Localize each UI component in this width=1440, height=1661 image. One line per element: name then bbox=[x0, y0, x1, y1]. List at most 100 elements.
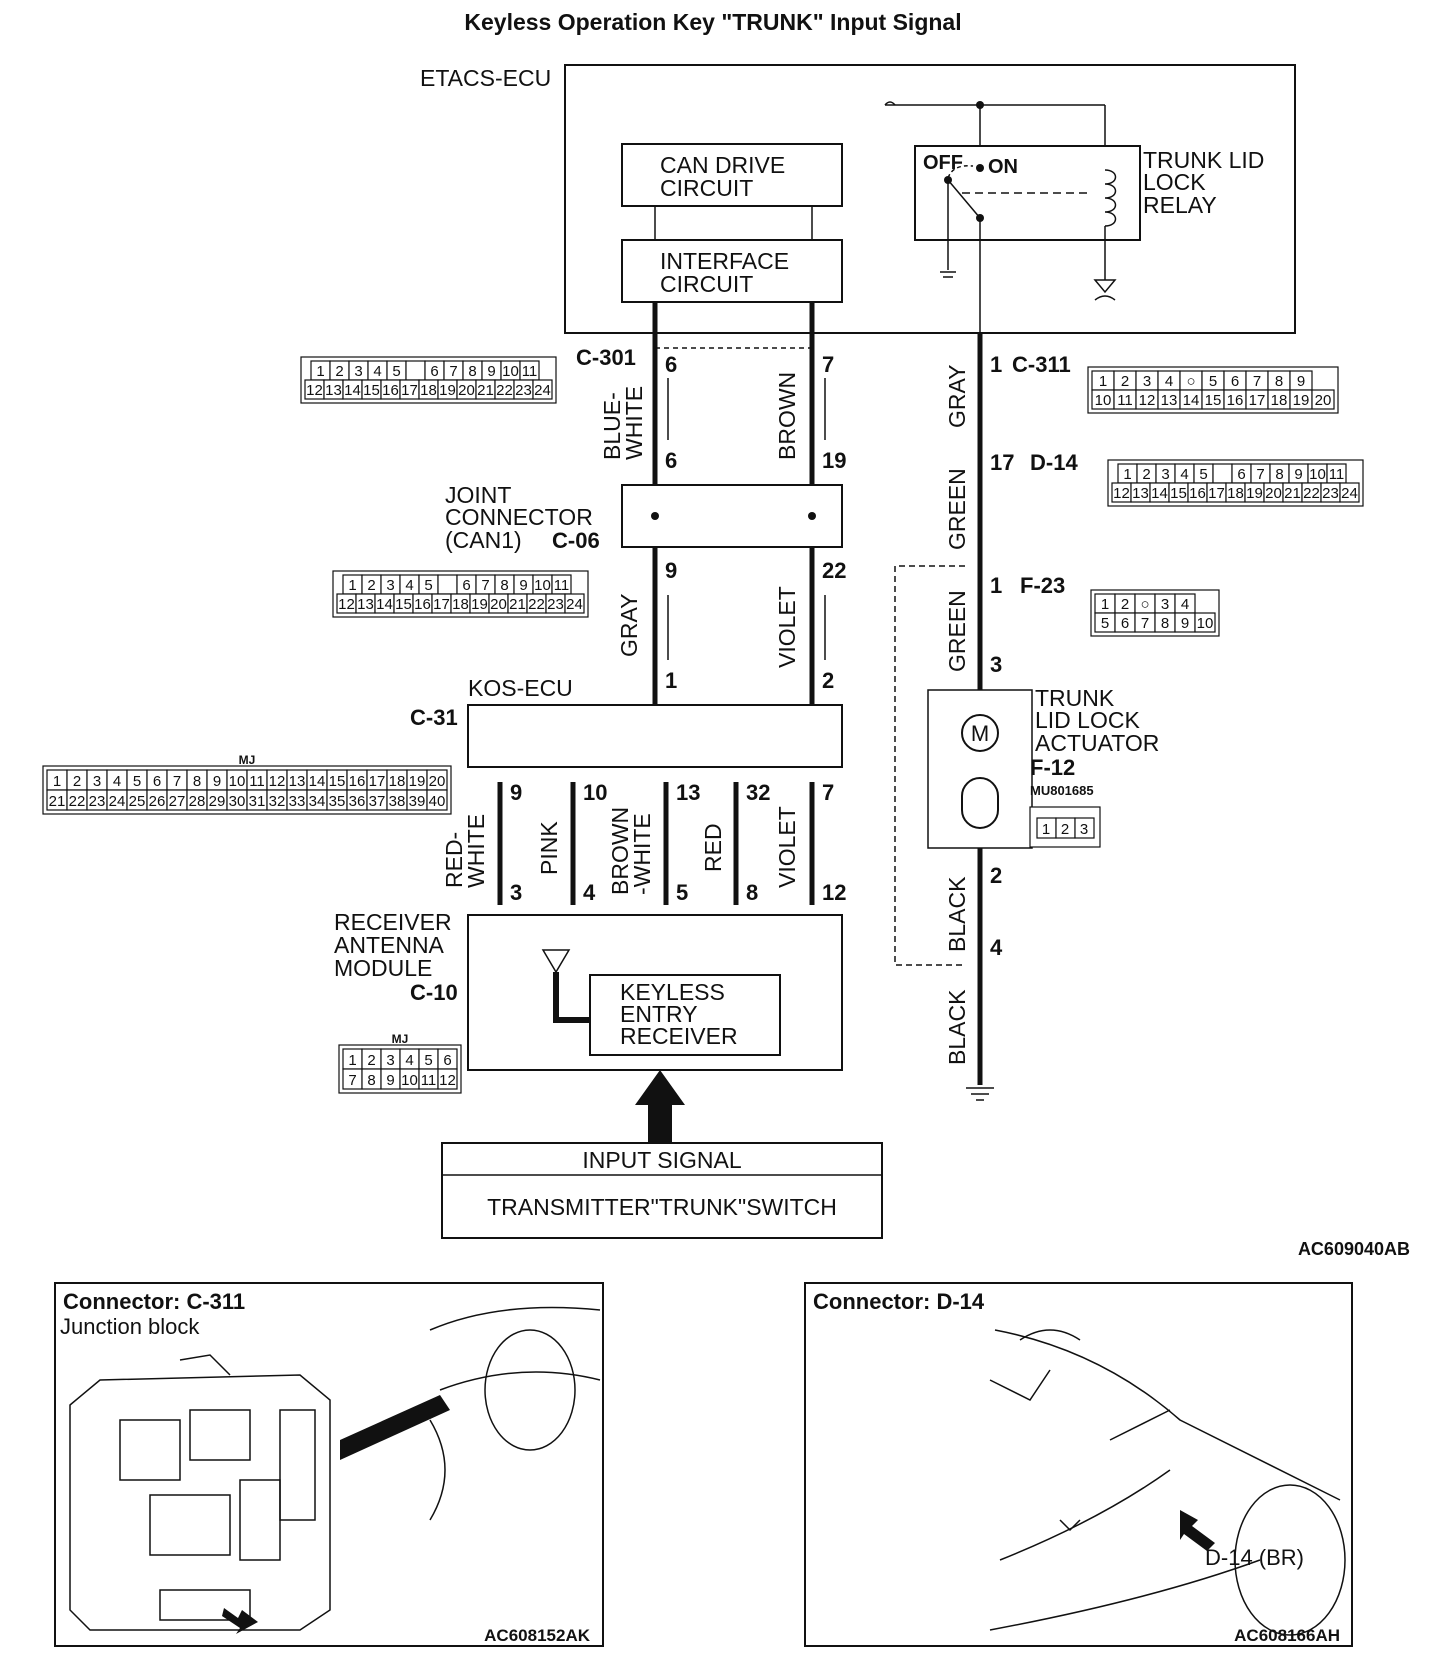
kos-wire-5-bottom-pin: 12 bbox=[822, 880, 846, 905]
c301-pin-1-7: 6 bbox=[430, 363, 438, 380]
diagram-title: Keyless Operation Key "TRUNK" Input Sign… bbox=[464, 9, 961, 35]
c311-pin-1-10: 9 bbox=[1297, 373, 1305, 390]
c311-pin-2-6: 15 bbox=[1205, 392, 1222, 409]
c31-tag: MJ bbox=[239, 753, 256, 767]
c31-pin-2-8: 28 bbox=[189, 793, 206, 810]
blue-white-wire-label-1: BLUE- bbox=[599, 392, 625, 460]
relay-on-label: ON bbox=[988, 156, 1018, 178]
c10-pin-1-2: 2 bbox=[367, 1052, 375, 1069]
keyless-entry-receiver-label-2: ENTRY bbox=[620, 1001, 698, 1027]
f23-pin-1-3: ○ bbox=[1140, 596, 1149, 613]
f23-pin-1-5: 4 bbox=[1181, 596, 1189, 613]
can-drive-circuit-label-2: CIRCUIT bbox=[660, 175, 753, 201]
c31-pin-1-7: 7 bbox=[173, 773, 181, 790]
c311-pin-2-7: 16 bbox=[1227, 392, 1244, 409]
c10-pin-2-2: 8 bbox=[367, 1072, 375, 1089]
c301-pin-2-10: 21 bbox=[477, 382, 494, 399]
c10-connector-id: C-10 bbox=[410, 980, 458, 1005]
d14-pin-1-3: 3 bbox=[1161, 466, 1169, 483]
kos-wire-3-label-1: BROWN bbox=[607, 807, 633, 895]
c311-pin-1-8: 7 bbox=[1253, 373, 1261, 390]
c301-pin-1-5: 5 bbox=[392, 363, 400, 380]
interface-circuit-label-1: INTERFACE bbox=[660, 248, 789, 274]
c311-pin-1-9: 8 bbox=[1275, 373, 1283, 390]
junction-block-arrow-icon bbox=[222, 1608, 258, 1634]
d14-pin-1-11: 10 bbox=[1309, 466, 1326, 483]
c06-pin-2-6: 17 bbox=[433, 596, 450, 613]
c06-pin-2-4: 15 bbox=[395, 596, 412, 613]
c31-pin-1-17: 17 bbox=[369, 773, 386, 790]
f12-pin-2: 2 bbox=[1061, 821, 1069, 838]
d14-pin-1-12: 11 bbox=[1329, 466, 1345, 483]
blue-white-top-pin: 6 bbox=[665, 352, 677, 377]
c06-pin-1-10: 9 bbox=[519, 577, 527, 594]
c31-pin-1-18: 18 bbox=[389, 773, 406, 790]
c31-pin-2-4: 24 bbox=[109, 793, 126, 810]
input-signal-box bbox=[441, 1142, 883, 1239]
can-drive-circuit-label-1: CAN DRIVE bbox=[660, 152, 785, 178]
joint-connector-label-3: (CAN1) bbox=[445, 527, 522, 553]
motor-label: M bbox=[971, 721, 989, 746]
c06-pin-2-10: 21 bbox=[509, 596, 526, 613]
relay-label-3: RELAY bbox=[1143, 192, 1217, 218]
input-signal-header: INPUT SIGNAL bbox=[582, 1147, 742, 1173]
c31-pin-1-4: 4 bbox=[113, 773, 121, 790]
keyless-entry-receiver-label-1: KEYLESS bbox=[620, 979, 725, 1005]
kos-ecu-box bbox=[467, 704, 843, 768]
brown-bottom-pin: 19 bbox=[822, 448, 846, 473]
violet-can-bottom-pin: 2 bbox=[822, 668, 834, 693]
c10-pin-1-3: 3 bbox=[386, 1052, 394, 1069]
c06-pin-1-11: 10 bbox=[534, 577, 551, 594]
c06-pin-2-8: 19 bbox=[471, 596, 488, 613]
actuator-label-2: LID LOCK bbox=[1035, 707, 1140, 733]
f23-pin-2-3: 7 bbox=[1141, 615, 1149, 632]
c06-pin-1-1: 1 bbox=[348, 577, 356, 594]
kos-wire-1-top-pin: 9 bbox=[510, 780, 522, 805]
c311-pin-2-4: 13 bbox=[1161, 392, 1178, 409]
joint-connector-label-1: JOINT bbox=[445, 482, 511, 508]
green1-wire-label: GREEN bbox=[944, 468, 970, 550]
d14-arrow-icon bbox=[1180, 1510, 1215, 1551]
input-arrow-icon bbox=[635, 1070, 685, 1143]
c06-pin-1-7: 6 bbox=[462, 577, 470, 594]
c311-pin-1-3: 3 bbox=[1143, 373, 1151, 390]
d14-pin-1-10: 9 bbox=[1294, 466, 1302, 483]
d14-pin-2-6: 17 bbox=[1208, 485, 1225, 502]
d14-panel-callout: D-14 (BR) bbox=[1205, 1545, 1304, 1570]
d14-panel-title: Connector: D-14 bbox=[813, 1289, 985, 1314]
c06-pin-1-12: 11 bbox=[554, 577, 570, 594]
c31-pin-2-9: 29 bbox=[209, 793, 226, 810]
d14-pin-2-1: 12 bbox=[1113, 485, 1130, 502]
c311-location-panel bbox=[54, 1282, 604, 1647]
can-drive-circuit-box bbox=[621, 143, 843, 207]
junction-block-drawing bbox=[69, 1354, 331, 1631]
c301-connector-id: C-301 bbox=[576, 345, 636, 370]
c301-pin-1-1: 1 bbox=[316, 363, 324, 380]
brown-top-pin: 7 bbox=[822, 352, 834, 377]
violet-can-wire-label: VIOLET bbox=[774, 586, 800, 668]
c06-pin-2-12: 23 bbox=[547, 596, 564, 613]
c06-pin-2-7: 18 bbox=[452, 596, 469, 613]
gray-right-wire-label: GRAY bbox=[944, 365, 970, 428]
f23-connector-id: F-23 bbox=[1020, 573, 1065, 598]
c301-pin-2-9: 20 bbox=[458, 382, 475, 399]
kos-wire-3-label-2: -WHITE bbox=[629, 813, 655, 895]
c06-pin-2-3: 14 bbox=[376, 596, 393, 613]
c10-pin-2-3: 9 bbox=[386, 1072, 394, 1089]
c06-pin-1-9: 8 bbox=[500, 577, 508, 594]
actuator-label-3: ACTUATOR bbox=[1035, 730, 1159, 756]
receiver-label-3: MODULE bbox=[334, 955, 432, 981]
joint-connector-label-2: CONNECTOR bbox=[445, 504, 593, 530]
receiver-label-1: RECEIVER bbox=[334, 909, 452, 935]
green1-pin: 17 bbox=[990, 450, 1014, 475]
c311-panel-title: Connector: C-311 bbox=[63, 1289, 245, 1314]
main-diagram-ref: AC609040AB bbox=[1298, 1239, 1410, 1259]
d14-pin-2-7: 18 bbox=[1227, 485, 1244, 502]
dashboard-drawing bbox=[429, 1306, 601, 1521]
f23-pin-2-4: 8 bbox=[1161, 615, 1169, 632]
antenna-icon bbox=[541, 949, 571, 974]
